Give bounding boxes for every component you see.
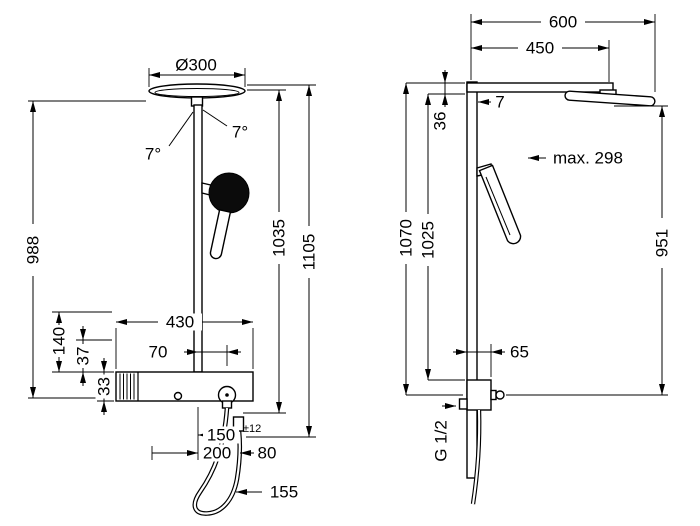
dim-450: 450: [471, 39, 610, 82]
thermostat-knob-side: [490, 389, 497, 401]
dim-7-label: 7: [495, 93, 504, 112]
shower-pipe: [193, 104, 203, 373]
dim-7: 7: [478, 93, 505, 112]
dim-600-label: 600: [549, 13, 577, 32]
dim-1105: 1105: [246, 84, 319, 438]
thermostat-small-button: [173, 391, 183, 401]
dim-head-diameter: Ø300: [148, 56, 246, 87]
dim-430-label: 430: [166, 313, 194, 332]
dim-65-label: 65: [510, 343, 529, 362]
dim-200: 200: [151, 444, 234, 463]
supply-connector-side: [458, 398, 468, 410]
side-product: [458, 81, 656, 505]
side-view: 600 450 7 36 max. 298: [397, 13, 672, 505]
dim-37: 37: [74, 326, 112, 386]
dim-36: 36: [431, 70, 450, 130]
dim-70: 70: [149, 343, 241, 366]
dim-1105-label: 1105: [300, 234, 319, 271]
dim-tilt-left: 7°: [145, 111, 194, 164]
dim-988: 988: [24, 100, 146, 399]
thermostat-knob-hatch: [119, 372, 139, 401]
dim-thread: G 1/2: [432, 403, 456, 462]
hand-shower-side: [478, 164, 522, 245]
dim-tilt-left-label: 7°: [145, 145, 161, 164]
dim-70-label: 70: [149, 343, 168, 362]
dim-951: 951: [506, 105, 672, 396]
front-view: Ø300 7° 7° 988 140: [24, 56, 319, 516]
dim-1025: 1025: [419, 93, 465, 381]
thermostat-select-dot: [225, 393, 229, 397]
hand-shower-head-front: [208, 172, 250, 214]
dim-600: 600: [470, 13, 656, 92]
dim-thread-label: G 1/2: [432, 420, 451, 462]
hand-shower-detail-line: [485, 176, 511, 236]
dim-1070: 1070: [397, 82, 465, 396]
overhead-shower-side: [564, 90, 656, 107]
dim-36-label: 36: [431, 112, 450, 131]
thermostat-side: [466, 379, 492, 411]
shower-hose-side: [470, 409, 482, 505]
dim-80-label: 80: [258, 444, 277, 463]
shower-hose-front: [192, 407, 243, 516]
thermostat-knob-cap-side: [495, 390, 505, 400]
dim-max-reach: max. 298: [528, 149, 623, 168]
wall-bar-side: [466, 81, 478, 479]
dim-150: 150 ±12: [197, 407, 261, 460]
dim-150-tolerance-label: ±12: [243, 423, 261, 435]
dim-155: 155: [236, 483, 298, 502]
dim-max-reach-label: max. 298: [553, 149, 623, 168]
dim-37-label: 37: [74, 347, 93, 366]
dim-951-label: 951: [653, 229, 672, 257]
dim-tilt-right: 7°: [202, 109, 248, 142]
dim-200-label: 200: [203, 444, 231, 463]
dim-155-label: 155: [270, 483, 298, 502]
overhead-shower-front: [148, 83, 246, 99]
hose-outlet-front: [221, 400, 233, 409]
dim-1035-label: 1035: [270, 219, 289, 257]
dim-33: 33: [95, 358, 114, 415]
dim-80: 80: [240, 444, 276, 463]
dim-head-diameter-label: Ø300: [175, 56, 217, 75]
dim-1025-label: 1025: [419, 221, 438, 259]
hand-shower-handle-front: [209, 208, 232, 260]
dim-1070-label: 1070: [397, 219, 416, 257]
dim-65: 65: [453, 343, 529, 377]
dim-150-label: 150: [207, 426, 235, 445]
dim-450-label: 450: [526, 39, 554, 58]
dim-430: 430: [115, 313, 254, 369]
dim-33-label: 33: [95, 377, 114, 396]
dim-tilt-right-label: 7°: [232, 123, 248, 142]
shower-arm-side: [466, 82, 614, 93]
dim-1035: 1035: [243, 89, 289, 414]
dim-988-label: 988: [24, 236, 43, 264]
dim-140-label: 140: [50, 327, 69, 355]
front-product: [115, 83, 254, 516]
